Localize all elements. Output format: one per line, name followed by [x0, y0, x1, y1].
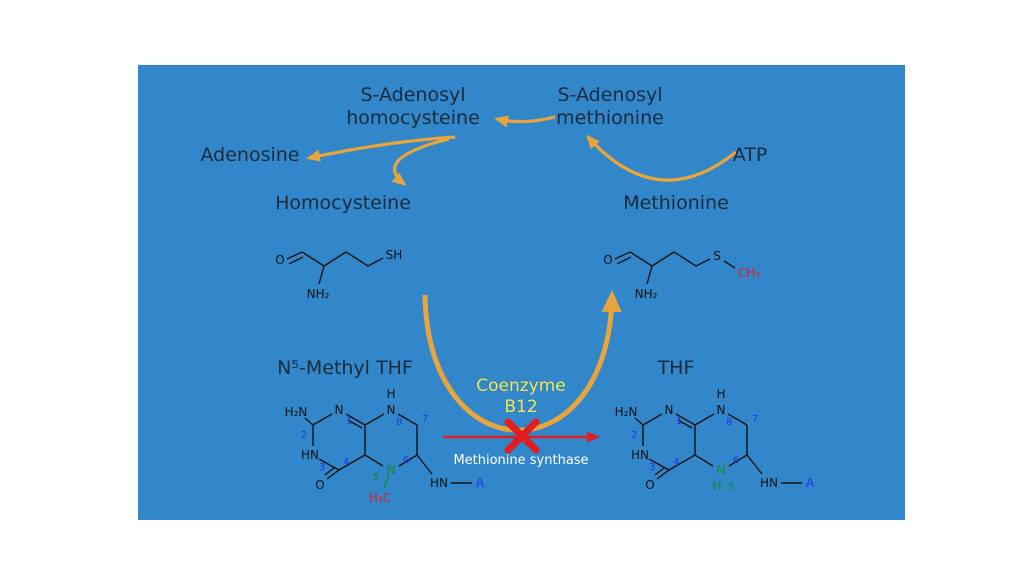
sah-label-line2: homocysteine	[346, 107, 480, 129]
adenosine-label: Adenosine	[200, 144, 300, 166]
coenzyme-b12-label: Coenzyme B12	[451, 376, 591, 418]
num-1: 1	[676, 416, 682, 427]
num-2: 2	[301, 430, 307, 441]
sidechain-hn-label: HN	[430, 476, 448, 490]
methionine-synthase-label: Methionine synthase	[453, 453, 589, 468]
n8-hydrogen: H	[386, 387, 395, 401]
thf-structure: H₂N N HN O H N N H HN A 1 2 3 4 5 6 7 8	[615, 387, 815, 493]
n5-atom: N	[717, 463, 726, 477]
coenzyme-label-line2: B12	[504, 397, 538, 417]
atp-label: ATP	[732, 144, 768, 166]
n8-atom: N	[387, 403, 396, 417]
sah-to-adenosine-arrow	[306, 135, 456, 162]
n5-methyl-label: H₃C	[369, 491, 391, 505]
homocysteine-label: Homocysteine	[275, 192, 411, 214]
num-4: 4	[673, 457, 679, 468]
oxygen-label: O	[603, 253, 612, 267]
n8-atom: N	[717, 403, 726, 417]
n3-atom: HN	[301, 448, 319, 462]
n3-atom: HN	[631, 448, 649, 462]
methionine-bonds	[614, 251, 736, 285]
n5-atom: N	[387, 463, 396, 477]
num-8: 8	[726, 417, 732, 428]
methyl-label: CH₃	[738, 266, 760, 280]
homocysteine-bonds	[286, 251, 384, 285]
o4-atom: O	[645, 478, 654, 492]
num-5: 5	[373, 472, 379, 483]
sah-label: S-Adenosyl homocysteine	[328, 84, 498, 130]
sam-label-line2: methionine	[556, 107, 664, 129]
num-1: 1	[346, 416, 352, 427]
inhibition-x-icon	[504, 418, 540, 454]
n1-atom: N	[665, 403, 674, 417]
homocysteine-structure: O NH₂ SH	[275, 248, 403, 301]
num-3: 3	[319, 462, 325, 473]
methionine-structure: O NH₂ S CH₃	[603, 249, 760, 301]
num-4: 4	[343, 457, 349, 468]
sam-label-line1: S-Adenosyl	[557, 84, 663, 106]
num-3: 3	[649, 462, 655, 473]
n5-methyl-thf-structure: H₂N N HN O H N N H₃C HN A 1 2 3 4 5 6 7 …	[285, 387, 485, 505]
n1-atom: N	[335, 403, 344, 417]
methionine-label: Methionine	[623, 192, 729, 214]
h2n-label: H₂N	[285, 405, 308, 419]
num-6: 6	[733, 455, 739, 466]
thf-label: THF	[657, 357, 695, 379]
pterin-bonds	[634, 413, 802, 484]
sam-label: S-Adenosyl methionine	[525, 84, 695, 130]
sah-label-line1: S-Adenosyl	[360, 84, 466, 106]
coenzyme-label-line1: Coenzyme	[476, 376, 566, 396]
n5-methyl-bond	[383, 474, 390, 489]
sidechain-a-label: A	[806, 476, 815, 490]
num-8: 8	[396, 417, 402, 428]
n8-hydrogen: H	[716, 387, 725, 401]
num-5: 5	[728, 482, 734, 493]
num-7: 7	[752, 414, 758, 425]
sidechain-a-label: A	[476, 476, 485, 490]
num-7: 7	[422, 414, 428, 425]
sulfur-label: S	[713, 249, 721, 263]
n5-methyl-thf-label: N⁵-Methyl THF	[277, 357, 413, 379]
amine-label: NH₂	[307, 287, 330, 301]
h2n-label: H₂N	[615, 405, 638, 419]
num-2: 2	[631, 430, 637, 441]
pterin-bonds	[304, 413, 472, 484]
num-6: 6	[403, 455, 409, 466]
n5-hydrogen: H	[712, 479, 721, 493]
o4-atom: O	[315, 478, 324, 492]
oxygen-label: O	[275, 253, 284, 267]
sah-to-homocysteine-arrow	[391, 137, 450, 186]
slide-background: S-Adenosyl homocysteine S-Adenosyl methi…	[138, 65, 905, 520]
amine-label: NH₂	[635, 287, 658, 301]
sidechain-hn-label: HN	[760, 476, 778, 490]
thiol-label: SH	[386, 248, 403, 262]
